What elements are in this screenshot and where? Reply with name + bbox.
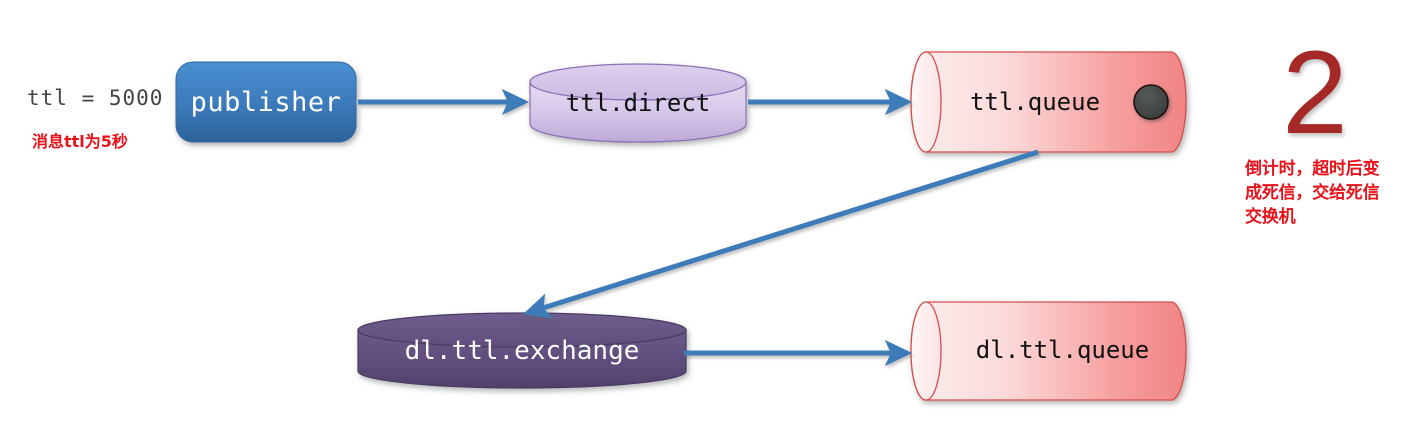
node-ttl-direct[interactable] [529,63,747,143]
message-indicator-icon [1133,84,1169,120]
node-ttl-queue[interactable] [910,51,1187,153]
edge-ttl-queue-to-dl-ttl-exchange [523,149,1039,319]
node-dl-ttl-queue[interactable] [910,301,1187,401]
node-dl-ttl-exchange[interactable] [357,312,687,389]
annotation-ttl-config: ttl = 5000 [27,86,164,110]
annotation-step-number: 2 [1282,27,1348,159]
node-publisher[interactable] [175,61,357,143]
annotation-ttl-note: 消息ttl为5秒 [32,132,128,151]
annotation-step-note: 倒计时，超时后变成死信，交给死信交换机 [1245,159,1380,228]
